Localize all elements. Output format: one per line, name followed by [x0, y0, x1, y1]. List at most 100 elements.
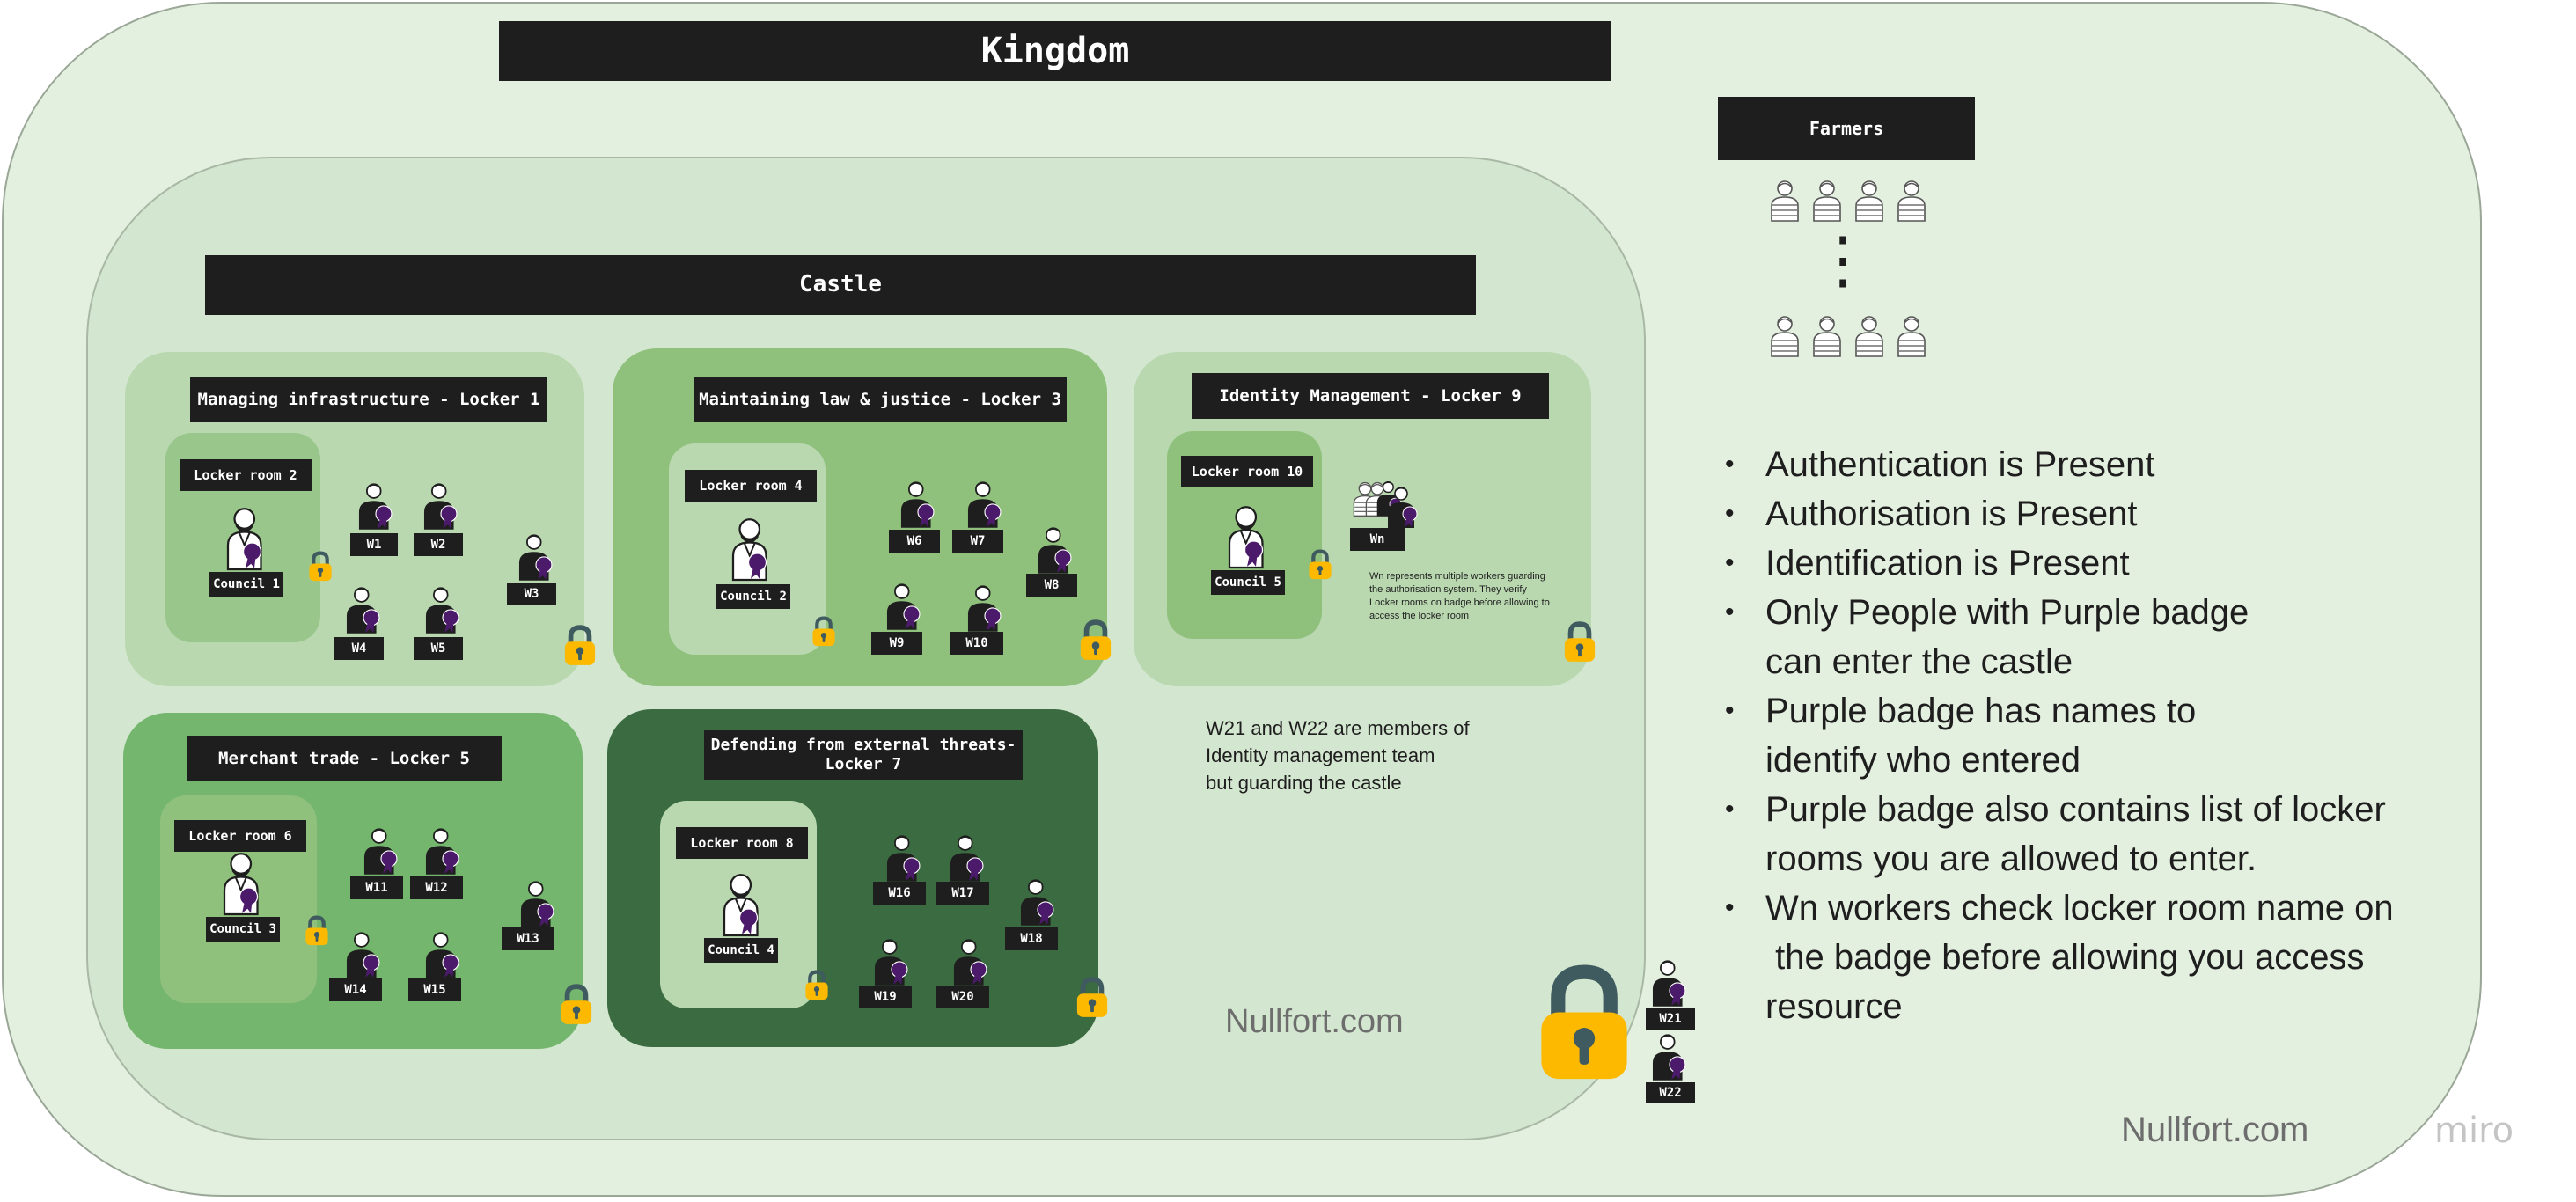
- worker-w15-label: W15: [408, 978, 461, 1001]
- zone-law-justice-title: Maintaining law & justice - Locker 3: [694, 377, 1067, 422]
- council-3-icon: [220, 850, 264, 917]
- locker-3-padlock-icon: [1079, 619, 1112, 662]
- bullet-item: •Authorisation is Present: [1725, 495, 2138, 533]
- zone-infrastructure-title: Managing infrastructure - Locker 1: [190, 377, 547, 422]
- worker-w12-label: W12: [410, 876, 463, 899]
- council-5-label: Council 5: [1211, 570, 1285, 595]
- worker-w11-icon: [361, 827, 401, 876]
- worker-w20-icon: [950, 938, 991, 987]
- locker-5-padlock-icon: [560, 984, 593, 1026]
- miro-logo: miro: [2434, 1110, 2514, 1151]
- guards-note: W21 and W22 are members of Identity mana…: [1206, 717, 1470, 794]
- worker-w1-label: W1: [350, 533, 398, 556]
- locker-room-6-padlock-icon: [305, 915, 329, 947]
- castle-padlock-icon: [1537, 963, 1632, 1086]
- worker-w19-label: W19: [859, 986, 912, 1008]
- worker-w13-label: W13: [502, 927, 554, 950]
- worker-w5-label: W5: [414, 637, 463, 660]
- worker-w18-label: W18: [1005, 927, 1058, 950]
- worker-wn-icon: [1385, 486, 1420, 530]
- worker-w10-label: W10: [950, 632, 1003, 655]
- worker-w8-icon: [1035, 526, 1075, 575]
- locker-7-padlock-icon: [1075, 977, 1109, 1019]
- worker-w17-icon: [947, 834, 987, 883]
- locker-room-10-padlock-icon: [1308, 549, 1332, 581]
- farmer-icon-3: [1852, 178, 1887, 224]
- worker-w4-icon: [343, 586, 384, 635]
- worker-w1-icon: [356, 482, 396, 531]
- zone-identity-management-title: Identity Management - Locker 9: [1192, 373, 1549, 419]
- worker-w9-icon: [884, 583, 924, 632]
- worker-w11-label: W11: [350, 876, 403, 899]
- worker-w9-label: W9: [871, 632, 922, 655]
- locker-room-2-label: Locker room 2: [180, 459, 312, 491]
- locker-9-padlock-icon: [1563, 621, 1596, 663]
- worker-w3-label: W3: [507, 583, 556, 605]
- worker-w2-label: W2: [414, 533, 463, 556]
- worker-w15-icon: [422, 931, 463, 980]
- locker-room-6-label: Locker room 6: [174, 820, 306, 852]
- worker-w3-icon: [516, 533, 556, 583]
- bullet-item: •Wn workers check locker room name on th…: [1725, 889, 2394, 1026]
- zone-defending-threats-title: Defending from external threats- Locker …: [704, 730, 1023, 780]
- zone-merchant-trade-title: Merchant trade - Locker 5: [187, 736, 502, 781]
- worker-w18-icon: [1017, 878, 1058, 927]
- worker-w22-icon: [1649, 1033, 1690, 1082]
- farmer-icon-7: [1852, 313, 1887, 359]
- bullet-item: •Identification is Present: [1725, 544, 2130, 583]
- council-2-label: Council 2: [716, 584, 790, 609]
- castle-watermark: Nullfort.com: [1225, 1003, 1404, 1040]
- council-1-label: Council 1: [209, 572, 283, 597]
- worker-w5-icon: [422, 586, 463, 635]
- locker-room-4-padlock-icon: [811, 616, 836, 648]
- bullet-item: •Purple badge also contains list of lock…: [1725, 790, 2386, 878]
- council-1-icon: [224, 505, 268, 572]
- kingdom-title: Kingdom: [499, 21, 1611, 81]
- worker-w19-icon: [871, 938, 912, 987]
- security-bullet-list: •Authentication is Present •Authorisatio…: [1725, 440, 2517, 1031]
- worker-w14-icon: [343, 931, 384, 980]
- council-5-icon: [1225, 503, 1269, 570]
- bullet-item: •Only People with Purple badge can enter…: [1725, 593, 2249, 681]
- locker-room-2-padlock-icon: [308, 551, 333, 583]
- worker-w16-icon: [884, 834, 924, 883]
- worker-w17-label: W17: [936, 882, 989, 905]
- worker-wn-label: Wn: [1350, 528, 1405, 551]
- worker-w7-label: W7: [952, 530, 1003, 553]
- worker-w21-label: W21: [1646, 1008, 1695, 1030]
- locker-1-padlock-icon: [563, 625, 597, 667]
- bullet-item: •Purple badge has names to identify who …: [1725, 692, 2197, 780]
- worker-w7-icon: [965, 480, 1005, 530]
- worker-w14-label: W14: [329, 978, 382, 1001]
- worker-w10-icon: [965, 584, 1005, 634]
- council-4-icon: [720, 871, 764, 938]
- worker-w20-label: W20: [936, 986, 989, 1008]
- farmer-icon-8: [1894, 313, 1929, 359]
- council-4-label: Council 4: [704, 938, 778, 963]
- bullet-item: •Authentication is Present: [1725, 445, 2155, 484]
- locker-room-10-label: Locker room 10: [1181, 456, 1313, 487]
- worker-w12-icon: [422, 827, 463, 876]
- locker-room-8-label: Locker room 8: [676, 827, 808, 859]
- worker-w2-icon: [421, 482, 461, 531]
- farmer-icon-5: [1767, 313, 1802, 359]
- locker-room-8-padlock-icon: [804, 970, 829, 1001]
- kingdom-watermark: Nullfort.com: [2121, 1110, 2309, 1149]
- council-3-label: Council 3: [206, 917, 280, 942]
- worker-w16-label: W16: [873, 882, 926, 905]
- locker-room-4-label: Locker room 4: [685, 470, 817, 502]
- farmers-ellipsis: ⋮: [1811, 216, 1875, 304]
- wn-explanation-note: Wn represents multiple workers guarding …: [1369, 571, 1550, 621]
- worker-w13-icon: [517, 880, 558, 929]
- worker-w8-label: W8: [1026, 574, 1077, 597]
- castle-title: Castle: [205, 255, 1476, 315]
- worker-w4-label: W4: [334, 637, 384, 660]
- farmers-title: Farmers: [1718, 97, 1975, 160]
- farmer-icon-1: [1767, 178, 1802, 224]
- worker-w6-label: W6: [889, 530, 940, 553]
- worker-w22-label: W22: [1646, 1082, 1695, 1103]
- worker-w21-icon: [1649, 959, 1690, 1008]
- farmer-icon-4: [1894, 178, 1929, 224]
- farmer-icon-6: [1809, 313, 1845, 359]
- worker-w6-icon: [898, 480, 938, 530]
